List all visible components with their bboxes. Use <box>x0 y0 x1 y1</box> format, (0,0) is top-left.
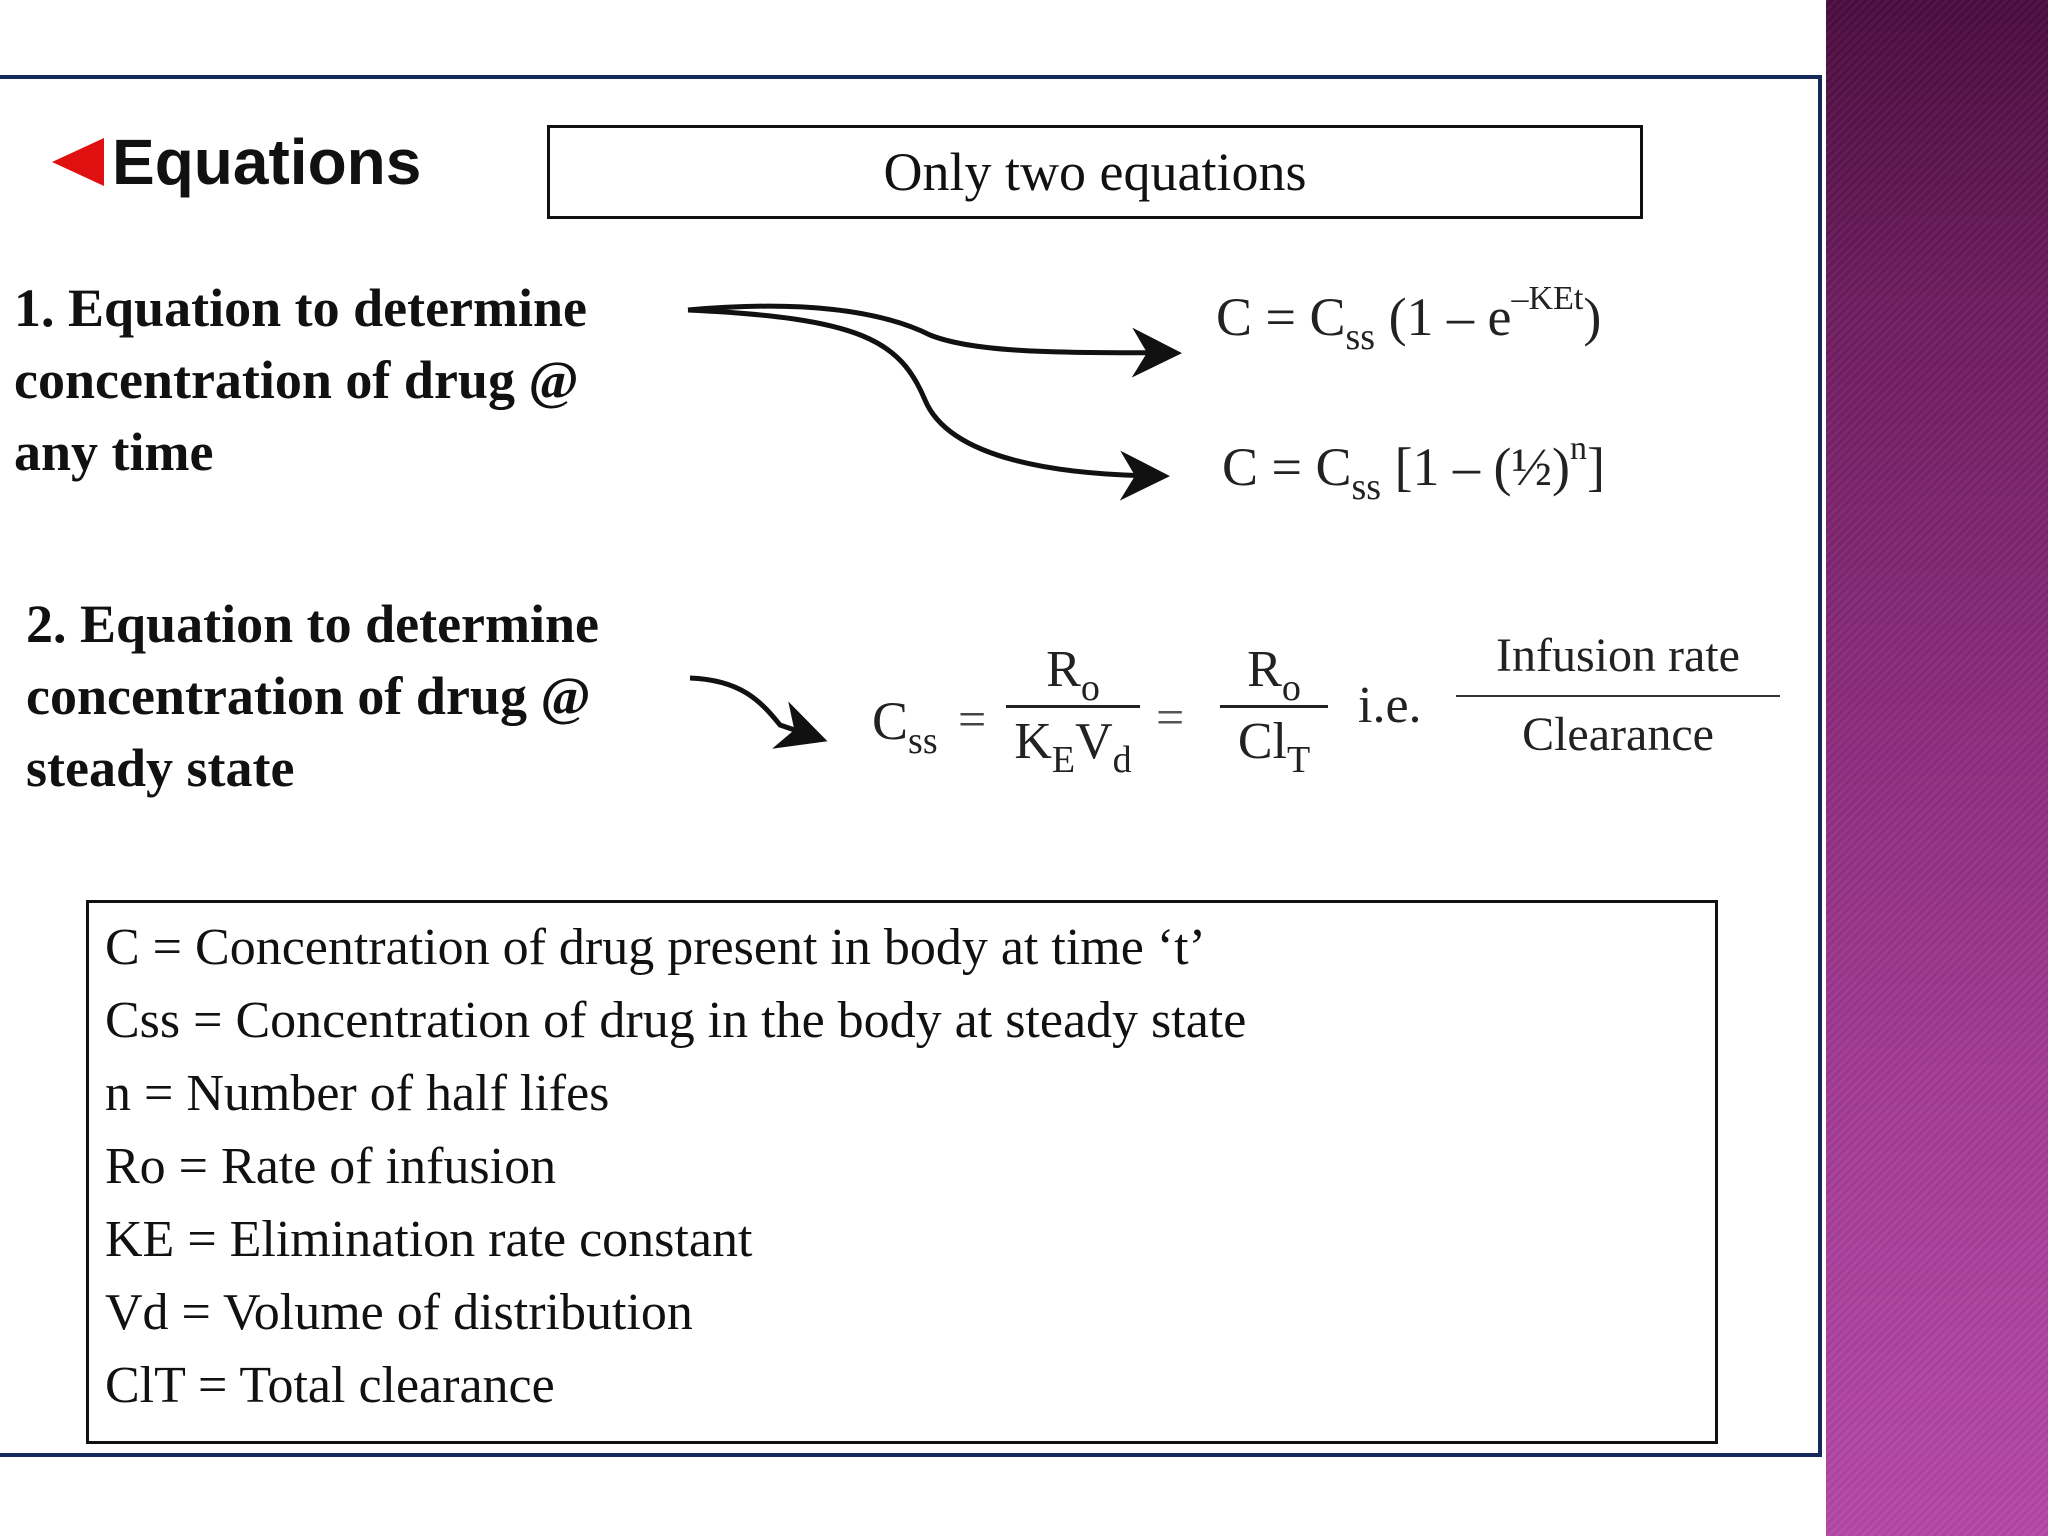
decorative-sidebar <box>1826 0 2048 1536</box>
equation-2-label-line: concentration of drug @ <box>26 666 591 726</box>
legend-item: n = Number of half lifes <box>105 1065 610 1122</box>
legend-item: Ro = Rate of infusion <box>105 1138 557 1195</box>
callout-text: Only two equations <box>883 142 1307 202</box>
symbol-legend-box: C = Concentration of drug present in bod… <box>86 900 1718 1444</box>
legend-item: ClT = Total clearance <box>105 1357 555 1414</box>
heading-text: Equations <box>112 126 422 198</box>
callout-box: Only two equations <box>547 125 1643 219</box>
fraction-infusion-rate-over-clearance: Infusion rate Clearance <box>1456 628 1780 762</box>
slide-heading: Equations <box>52 122 421 202</box>
fraction-numerator: Infusion rate <box>1456 628 1780 697</box>
legend-item: C = Concentration of drug present in bod… <box>105 919 1206 976</box>
formula-concentration-any-time-half-lives: C = Css [1 – (½)n] <box>1222 430 1606 508</box>
fraction-numerator: Ro <box>1220 640 1328 709</box>
steady-state-lhs: Css <box>872 691 938 762</box>
legend-item: KE = Elimination rate constant <box>105 1211 753 1268</box>
equation-2-label-line: 2. Equation to determine <box>26 594 599 654</box>
formula-concentration-any-time-exp: C = Css (1 – e–KEt) <box>1216 280 1602 358</box>
triangle-bullet-icon <box>52 138 104 186</box>
fraction-numerator: Ro <box>1006 640 1140 709</box>
fraction-ro-over-clt: Ro ClT <box>1220 640 1328 781</box>
equation-2-label: 2. Equation to determine concentration o… <box>26 588 599 804</box>
equation-2-label-line: steady state <box>26 738 295 798</box>
ie-text: i.e. <box>1358 677 1422 734</box>
equals-sign: = <box>1156 689 1185 745</box>
fraction-denominator: Clearance <box>1522 708 1714 761</box>
equation-1-label-line: concentration of drug @ <box>14 350 579 410</box>
fraction-denominator: KEVd <box>1014 713 1132 781</box>
fraction-ro-over-ke-vd: Ro KEVd <box>1006 640 1140 781</box>
legend-item: Css = Concentration of drug in the body … <box>105 992 1247 1049</box>
legend-item: Vd = Volume of distribution <box>105 1284 693 1341</box>
fraction-denominator: ClT <box>1237 713 1311 781</box>
equation-1-label: 1. Equation to determine concentration o… <box>14 272 587 488</box>
equation-1-label-line: any time <box>14 422 214 482</box>
equation-1-label-line: 1. Equation to determine <box>14 278 587 338</box>
equals-sign: = <box>958 691 987 747</box>
